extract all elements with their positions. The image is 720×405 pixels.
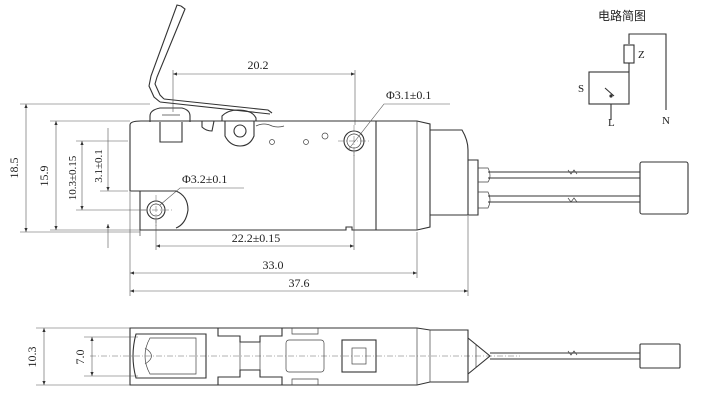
lever-pivot bbox=[149, 107, 191, 122]
label-hole-offset: 3.1±0.1 bbox=[93, 149, 105, 183]
dim-hole-offset: 3.1±0.1 bbox=[93, 128, 128, 248]
dim-top-width: 20.2 bbox=[172, 58, 356, 125]
label-z: Z bbox=[638, 49, 645, 61]
label-hole-large: Φ3.1±0.1 bbox=[386, 88, 431, 102]
dim-overall-length: 37.6 bbox=[130, 216, 469, 296]
label-hole-small: Φ3.2±0.1 bbox=[182, 172, 227, 186]
bottom-view: 10.3 7.0 bbox=[25, 327, 681, 386]
terminal-plug bbox=[639, 161, 689, 215]
lead-wires bbox=[488, 169, 640, 203]
connector-housing bbox=[376, 120, 491, 231]
circuit-title: 电路简图 bbox=[598, 8, 646, 23]
label-hole-vertical: 10.3±0.15 bbox=[67, 155, 79, 200]
hole-small bbox=[140, 190, 189, 229]
front-view: 20.2 Φ3.1±0.1 Φ3.2±0.1 18.5 15.9 10.3±0.… bbox=[7, 4, 689, 296]
circuit-diagram: 电路简图 Z S L N bbox=[578, 8, 670, 129]
label-height-total: 18.5 bbox=[7, 158, 21, 179]
dim-height-body: 15.9 bbox=[37, 120, 140, 231]
label-side-inner: 7.0 bbox=[73, 350, 87, 365]
label-l: L bbox=[608, 117, 615, 129]
switch-body bbox=[129, 120, 377, 231]
label-top-width: 20.2 bbox=[248, 58, 269, 72]
label-s: S bbox=[578, 83, 584, 95]
dim-side-height: 10.3 bbox=[25, 327, 130, 386]
label-body-length: 33.0 bbox=[263, 258, 284, 272]
dim-height-total: 18.5 bbox=[7, 103, 150, 233]
lever-arm bbox=[148, 4, 273, 115]
bottom-body bbox=[129, 327, 469, 386]
dim-hole-spacing: 22.2±0.15 bbox=[155, 152, 355, 250]
label-hole-spacing: 22.2±0.15 bbox=[232, 231, 281, 245]
label-side-height: 10.3 bbox=[25, 347, 39, 368]
label-overall-length: 37.6 bbox=[289, 276, 310, 290]
label-n: N bbox=[662, 115, 670, 127]
dim-side-inner: 7.0 bbox=[73, 336, 138, 377]
actuator-button bbox=[221, 109, 257, 147]
label-height-body: 15.9 bbox=[37, 166, 51, 187]
hole-large bbox=[338, 125, 370, 157]
dim-hole-vertical: 10.3±0.15 bbox=[67, 140, 146, 211]
dim-body-length: 33.0 bbox=[129, 192, 418, 296]
